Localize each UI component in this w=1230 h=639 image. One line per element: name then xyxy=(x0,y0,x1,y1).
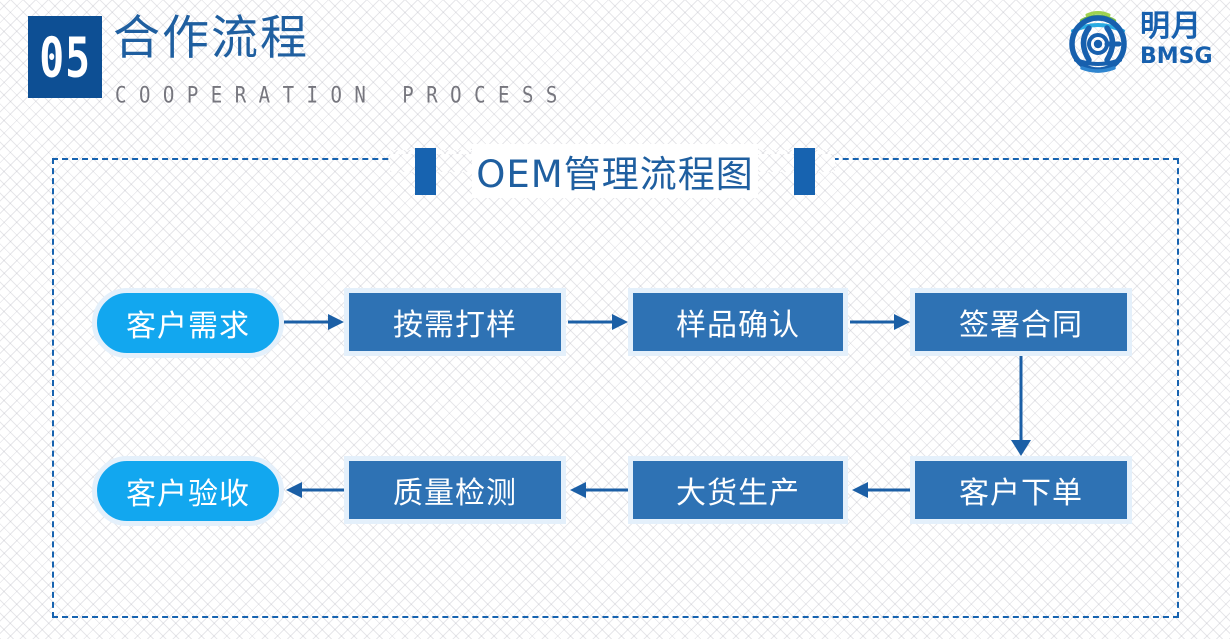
flow-node-label: 样品确认 xyxy=(676,308,800,343)
flow-node-sample-confirmation[interactable]: 样品确认 xyxy=(628,288,848,356)
globe-rings-logo-icon xyxy=(1062,8,1134,76)
flow-node-label: 大货生产 xyxy=(676,476,800,511)
title-tick-bar-left-icon xyxy=(415,147,437,195)
brand-logo: 明月 BMSG xyxy=(1054,6,1222,78)
slide-header: 05 合作流程 COOPERATION PROCESS xyxy=(0,0,1230,120)
flow-node-label: 按需打样 xyxy=(393,308,517,343)
edge-n7-n8 xyxy=(282,475,346,505)
edge-n2-n3 xyxy=(568,307,630,337)
flow-node-quality-inspection[interactable]: 质量检测 xyxy=(344,456,566,524)
edge-n4-n5 xyxy=(1006,356,1036,458)
brand-name-cn: 明月 xyxy=(1140,9,1202,44)
flow-node-customer-demand[interactable]: 客户需求 xyxy=(92,288,284,358)
flow-node-label: 客户下单 xyxy=(959,476,1083,511)
brand-name-en: BMSG xyxy=(1140,44,1213,69)
page-subtitle: COOPERATION PROCESS xyxy=(115,83,570,109)
page-title: 合作流程 xyxy=(113,11,309,66)
edge-n5-n6 xyxy=(848,475,912,505)
flow-node-sampling-on-demand[interactable]: 按需打样 xyxy=(344,288,566,356)
flow-node-customer-acceptance[interactable]: 客户验收 xyxy=(92,456,284,526)
brand-wordmark: 明月 BMSG xyxy=(1140,12,1220,72)
edge-n3-n4 xyxy=(850,307,912,337)
flow-node-bulk-production[interactable]: 大货生产 xyxy=(628,456,848,524)
flow-node-label: 质量检测 xyxy=(393,476,517,511)
section-number-badge: 05 xyxy=(28,16,102,98)
flow-title-row: OEM管理流程图 xyxy=(0,142,1230,200)
flow-node-label: 客户需求 xyxy=(126,309,250,344)
flow-node-label: 客户验收 xyxy=(126,477,250,512)
title-tick-bar-right-icon xyxy=(793,147,815,195)
edge-n6-n7 xyxy=(566,475,630,505)
flow-node-customer-order[interactable]: 客户下单 xyxy=(910,456,1132,524)
flow-node-label: 签署合同 xyxy=(959,308,1083,343)
section-number-text: 05 xyxy=(39,24,91,90)
flow-node-sign-contract[interactable]: 签署合同 xyxy=(910,288,1132,356)
edge-n1-n2 xyxy=(284,307,346,337)
flow-title: OEM管理流程图 xyxy=(472,144,758,198)
